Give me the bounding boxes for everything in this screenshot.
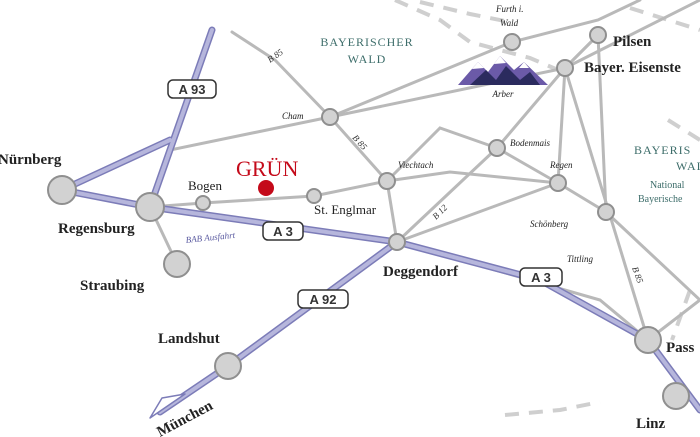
arrow-munchen xyxy=(149,393,186,419)
label-regen: Regen xyxy=(549,160,573,170)
label-regensburg: Regensburg xyxy=(58,221,135,237)
shield-a93: A 93 xyxy=(167,79,217,99)
label-pilsen: Pilsen xyxy=(613,34,652,50)
node-bayer-eisenstein xyxy=(556,59,574,77)
label-b85-mid: B 85 xyxy=(351,133,370,153)
svg-text:A 93: A 93 xyxy=(179,82,206,97)
road-cham-furth xyxy=(328,0,642,119)
label-furth-1: Furth i. xyxy=(495,4,524,14)
road-eastern xyxy=(604,210,700,302)
label-bayer-eisenstein: Bayer. Eisenste xyxy=(584,60,681,76)
node-deggendorf xyxy=(388,233,406,251)
region-right-3: National xyxy=(650,180,685,191)
shield-a3-east: A 3 xyxy=(519,267,563,287)
node-passau xyxy=(634,326,662,354)
region-bayerischer-wald-1: BAYERISCHER xyxy=(320,35,413,49)
node-viechtach xyxy=(378,172,396,190)
region-right-4: Bayerische xyxy=(638,194,683,205)
node-bogen xyxy=(195,195,211,211)
shield-a92: A 92 xyxy=(297,289,349,309)
road-b85-north xyxy=(230,30,332,119)
road-bodenmais-eisenstein xyxy=(495,66,567,150)
label-nurnberg: Nürnberg xyxy=(0,152,62,168)
svg-text:A 3: A 3 xyxy=(531,270,551,285)
svg-text:A 3: A 3 xyxy=(273,224,293,239)
label-cham: Cham xyxy=(282,111,304,121)
border-south xyxy=(504,400,601,417)
label-straubing: Straubing xyxy=(80,278,145,294)
label-schonberg: Schönberg xyxy=(530,219,569,229)
border-northwest xyxy=(419,0,511,24)
label-bogen: Bogen xyxy=(188,178,222,193)
label-tittling: Tittling xyxy=(567,254,594,264)
region-right-2: WAL xyxy=(676,159,700,173)
node-nurnberg xyxy=(47,175,77,205)
region-labels: BAYERISCHER WALD BAYERIS WAL National Ba… xyxy=(320,35,700,205)
label-landshut: Landshut xyxy=(158,331,220,347)
label-st-englmar: St. Englmar xyxy=(314,202,377,217)
highlight-label: GRÜN xyxy=(236,156,298,181)
motorway-a92 xyxy=(158,240,399,414)
region-right-1: BAYERIS xyxy=(634,143,691,157)
road-regen-schonberg xyxy=(556,181,608,214)
label-passau: Pass xyxy=(666,340,695,356)
node-linz xyxy=(662,382,690,410)
label-linz: Linz xyxy=(636,416,666,432)
label-bodenmais: Bodenmais xyxy=(510,138,550,148)
node-cham xyxy=(321,108,339,126)
shield-a3-west: A 3 xyxy=(262,221,304,241)
nodes xyxy=(47,26,690,410)
road-viechtach-tittling xyxy=(395,240,650,342)
node-landshut xyxy=(214,352,242,380)
svg-text:A 92: A 92 xyxy=(310,292,337,307)
mountain-icon xyxy=(458,56,548,85)
label-bab-exit: BAB Ausfahrt xyxy=(185,230,236,245)
label-b85-east: B 85 xyxy=(630,265,645,285)
region-bayerischer-wald-2: WALD xyxy=(348,52,387,66)
label-viechtach: Viechtach xyxy=(398,160,434,170)
node-pilsen xyxy=(589,26,607,44)
motorway-nurnberg-link xyxy=(60,138,172,192)
road-deggendorf-regen xyxy=(395,181,560,244)
regional-roads xyxy=(60,0,700,342)
label-b12: B 12 xyxy=(430,202,449,221)
border-east xyxy=(666,118,700,142)
road-eisenstein-north xyxy=(563,0,700,70)
motorway-a93 xyxy=(148,28,214,209)
highlight-marker xyxy=(258,180,274,196)
node-regen xyxy=(549,174,567,192)
label-furth-2: Wald xyxy=(500,18,519,28)
town-labels: Bogen St. Englmar Cham Viechtach Bodenma… xyxy=(188,4,594,264)
label-deggendorf: Deggendorf xyxy=(383,264,459,280)
road-viechtach-deggendorf xyxy=(385,179,399,244)
road-b12 xyxy=(395,146,499,244)
road-cham-viechtach xyxy=(328,115,389,183)
node-bodenmais xyxy=(488,139,506,157)
motorway-shields: A 93 A 3 A 3 A 92 xyxy=(167,79,563,309)
border-north xyxy=(394,0,571,77)
node-straubing xyxy=(163,250,191,278)
node-schonberg xyxy=(597,203,615,221)
mountain-label: Arber xyxy=(492,89,514,99)
node-furth xyxy=(503,33,521,51)
node-regensburg xyxy=(135,192,165,222)
node-st-englmar xyxy=(306,188,322,204)
road-viechtach-northeast xyxy=(385,126,499,183)
road-bodenmais-regen xyxy=(495,146,560,185)
